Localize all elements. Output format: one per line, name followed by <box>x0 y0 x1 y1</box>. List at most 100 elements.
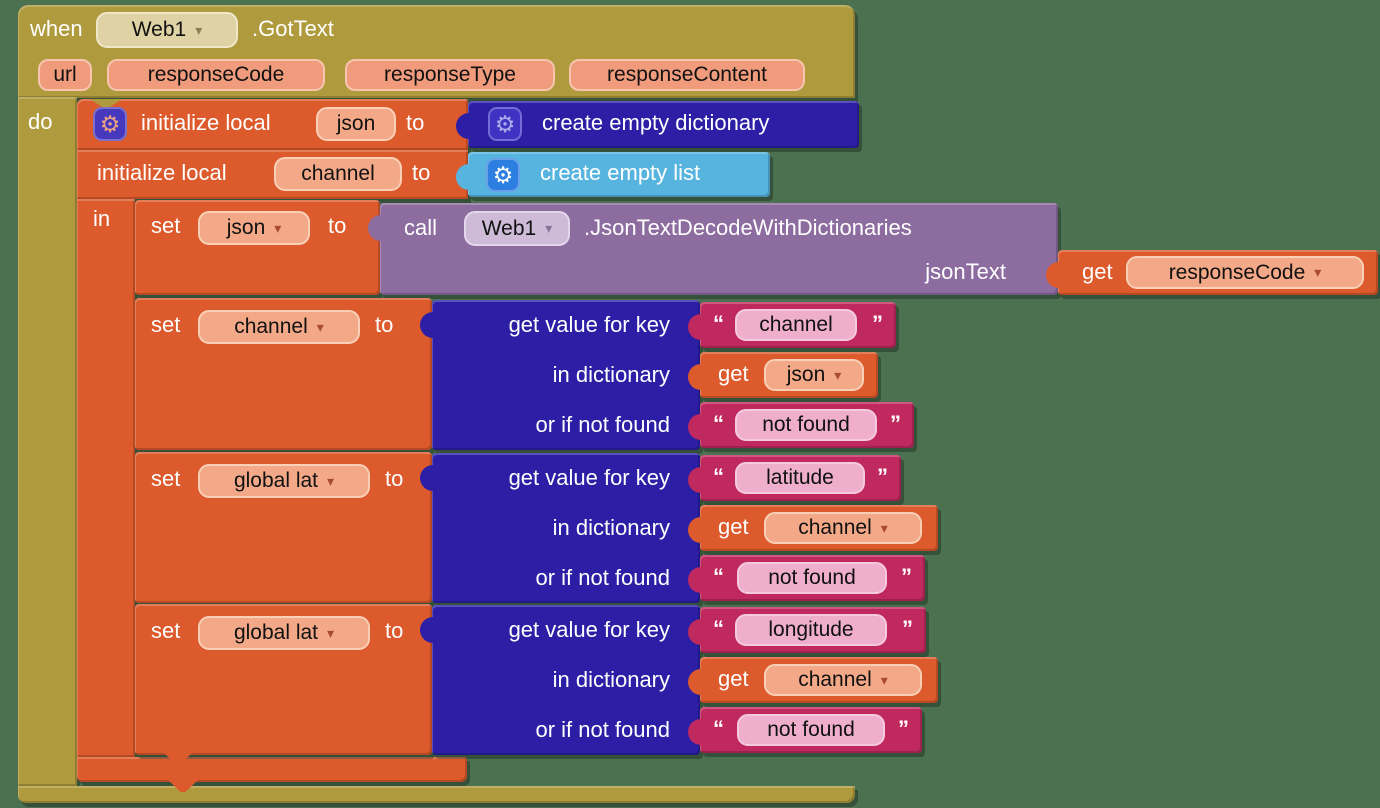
method-name-label: .JsonTextDecodeWithDictionaries <box>584 215 912 240</box>
mutator-gear-icon[interactable]: ⚙ <box>486 158 520 192</box>
param-responsecode: responseCode <box>107 59 325 91</box>
event-block-when-gottext[interactable]: when Web1 ▾ .GotText url responseCode re… <box>18 5 855 98</box>
variable-dropdown-channel[interactable]: channel▾ <box>764 512 922 544</box>
dict-block-labels: get value for key in dictionary or if no… <box>508 312 670 437</box>
initialize-local-label: initialize local <box>97 160 227 185</box>
mutator-gear-icon[interactable]: ⚙ <box>488 107 522 141</box>
close-quote: ” <box>877 464 888 489</box>
close-quote: ” <box>890 411 901 436</box>
chevron-down-icon: ▾ <box>327 472 335 489</box>
text-string-block-channel[interactable]: “ channel ” <box>688 302 896 348</box>
chevron-down-icon: ▾ <box>195 21 203 38</box>
init-local-block-row-channel[interactable]: initialize local channel to <box>77 150 468 199</box>
get-value-for-key-block[interactable]: get value for key in dictionary or if no… <box>420 300 700 450</box>
to-label: to <box>385 466 404 491</box>
set-label: set <box>151 312 181 337</box>
init-local-block-row-json[interactable]: ⚙ initialize local json to <box>77 99 468 150</box>
string-field[interactable]: not found <box>735 409 877 441</box>
jsontext-param-label: jsonText <box>925 259 1006 284</box>
get-value-for-key-block[interactable]: get value for key in dictionary or if no… <box>420 453 700 603</box>
create-empty-list-label: create empty list <box>540 160 701 185</box>
set-global-lat-block[interactable]: set global lat▾ to <box>135 604 432 755</box>
string-field[interactable]: longitude <box>735 614 887 646</box>
mutator-gear-icon[interactable]: ⚙ <box>93 107 127 141</box>
call-label: call <box>404 215 438 240</box>
close-quote: ” <box>872 311 883 336</box>
init-local-block-spine[interactable]: in <box>77 199 135 757</box>
get-label: get <box>1082 259 1113 284</box>
get-value-for-key-block[interactable]: get value for key in dictionary or if no… <box>420 605 700 755</box>
variable-dropdown-channel[interactable]: channel▾ <box>764 664 922 696</box>
variable-dropdown-global-lat[interactable]: global lat▾ <box>198 464 370 498</box>
create-empty-list-block[interactable]: ⚙ create empty list <box>456 152 770 197</box>
text-string-block-latitude[interactable]: “ latitude ” <box>688 455 901 501</box>
get-label: get <box>718 514 749 539</box>
open-quote: “ <box>713 311 724 336</box>
set-channel-block[interactable]: set channel▾ to <box>135 298 432 450</box>
do-label: do <box>28 109 53 134</box>
open-quote: “ <box>713 464 724 489</box>
get-channel-block[interactable]: get channel▾ <box>688 505 938 551</box>
to-label: to <box>328 213 347 238</box>
text-string-block-notfound[interactable]: “ not found ” <box>688 707 922 753</box>
string-field[interactable]: channel <box>735 309 857 341</box>
get-label: get <box>718 361 749 386</box>
set-label: set <box>151 213 181 238</box>
open-quote: “ <box>713 564 724 589</box>
event-block-spine[interactable]: do <box>18 97 77 786</box>
param-responsecontent: responseContent <box>569 59 805 91</box>
to-label: to <box>385 618 404 643</box>
init-local-block-bottom[interactable] <box>77 757 467 782</box>
component-dropdown[interactable]: Web1 ▾ <box>96 12 238 48</box>
variable-dropdown-global-lat[interactable]: global lat▾ <box>198 616 370 650</box>
variable-dropdown-channel[interactable]: channel▾ <box>198 310 360 344</box>
chevron-down-icon: ▾ <box>327 624 335 641</box>
chevron-down-icon: ▾ <box>834 366 842 383</box>
when-label: when <box>30 16 83 41</box>
string-field[interactable]: not found <box>737 562 887 594</box>
chevron-down-icon: ▾ <box>880 519 888 536</box>
open-quote: “ <box>713 616 724 641</box>
component-dropdown-value: Web1 <box>131 18 187 41</box>
param-url: url <box>38 59 92 91</box>
to-label: to <box>412 160 431 185</box>
set-label: set <box>151 466 181 491</box>
variable-dropdown-json[interactable]: json▾ <box>764 359 864 391</box>
close-quote: ” <box>901 564 912 589</box>
close-quote: ” <box>902 616 913 641</box>
get-responsecode-block[interactable]: get responseCode▾ <box>1046 250 1378 295</box>
string-field[interactable]: latitude <box>735 462 865 494</box>
text-string-block-notfound[interactable]: “ not found ” <box>688 555 925 601</box>
set-global-lat-block[interactable]: set global lat▾ to <box>135 452 432 603</box>
create-empty-dictionary-label: create empty dictionary <box>542 110 770 135</box>
initialize-local-label: initialize local <box>141 110 271 135</box>
open-quote: “ <box>713 716 724 741</box>
get-label: get <box>718 666 749 691</box>
param-responsetype: responseType <box>345 59 555 91</box>
create-empty-dictionary-block[interactable]: ⚙ create empty dictionary <box>456 101 859 148</box>
in-label: in <box>93 206 111 231</box>
dict-block-labels: get value for key in dictionary or if no… <box>508 465 670 590</box>
open-quote: “ <box>713 411 724 436</box>
event-name-label: .GotText <box>252 16 334 41</box>
local-name-field-channel[interactable]: channel <box>274 157 402 191</box>
chevron-down-icon: ▾ <box>316 318 324 335</box>
dict-block-labels: get value for key in dictionary or if no… <box>508 617 670 742</box>
local-name-field-json[interactable]: json <box>316 107 396 141</box>
text-string-block-longitude[interactable]: “ longitude ” <box>688 607 926 653</box>
string-field[interactable]: not found <box>737 714 885 746</box>
event-block-bottom[interactable] <box>18 786 855 803</box>
get-json-block[interactable]: get json▾ <box>688 352 878 398</box>
call-jsontextdecode-block[interactable]: call Web1▾ .JsonTextDecodeWithDictionari… <box>368 203 1058 295</box>
chevron-down-icon: ▾ <box>880 671 888 688</box>
variable-dropdown-responsecode[interactable]: responseCode▾ <box>1126 256 1364 289</box>
set-json-block[interactable]: set json▾ to <box>135 200 380 295</box>
close-quote: ” <box>898 716 909 741</box>
get-channel-block[interactable]: get channel▾ <box>688 657 938 703</box>
to-label: to <box>375 312 394 337</box>
component-dropdown[interactable]: Web1▾ <box>464 211 570 246</box>
chevron-down-icon: ▾ <box>545 220 553 236</box>
text-string-block-notfound[interactable]: “ not found ” <box>688 402 914 448</box>
variable-dropdown-json[interactable]: json▾ <box>198 211 310 245</box>
